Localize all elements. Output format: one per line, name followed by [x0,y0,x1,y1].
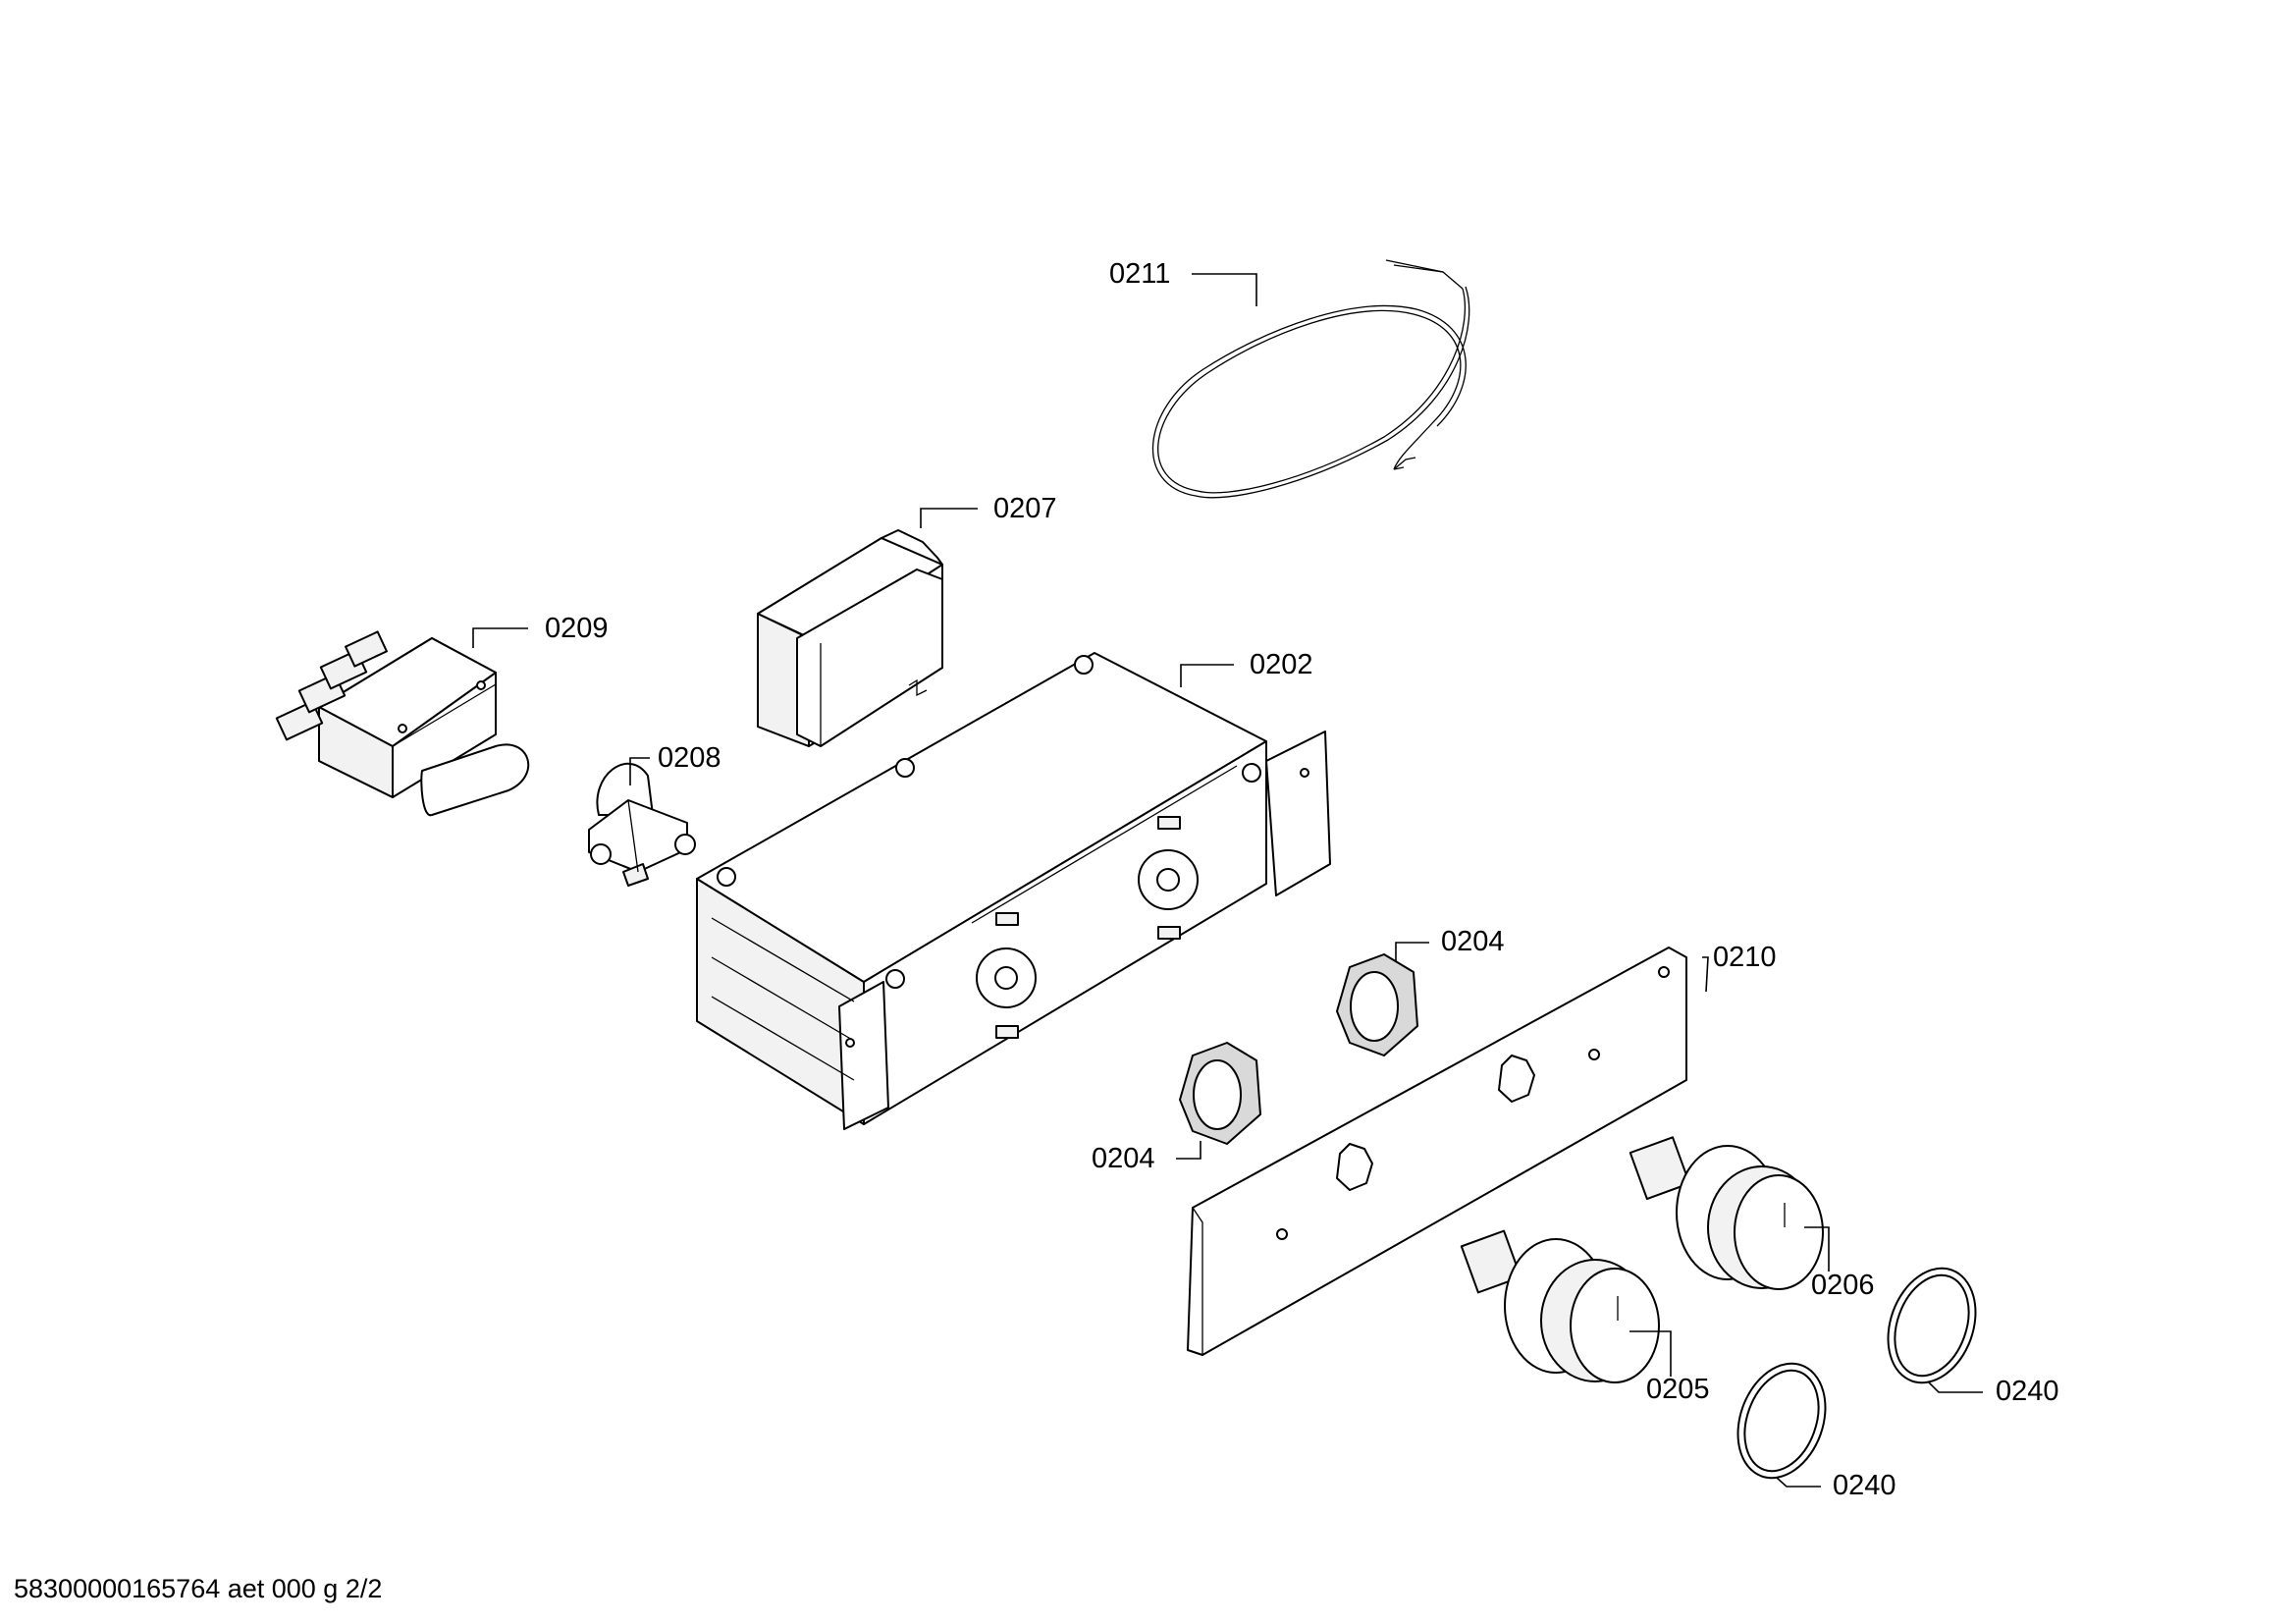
label-0204-lower-text: 0204 [1092,1143,1155,1174]
housing-bracket-0202 [696,652,1331,1130]
power-connector-0209 [275,630,530,817]
ring-lower-0240 [1736,1362,1827,1480]
label-0202-text: 0202 [1250,649,1313,680]
front-panel-0210 [1187,947,1687,1356]
ring-right-0240 [1887,1267,1977,1384]
cable-0211 [1151,259,1470,499]
label-0208-text: 0208 [658,742,721,774]
knob-right-0206 [1629,1136,1824,1290]
label-0205-text: 0205 [1646,1374,1710,1405]
drawing-reference-code: 58300000165764 aet 000 g 2/2 [14,1574,383,1603]
terminal-clip-0208 [588,762,696,887]
label-0240-right-text: 0240 [1996,1376,2059,1407]
label-0204-upper: 0204 [1395,926,1505,962]
label-0202: 0202 [1180,649,1313,687]
label-0210-text: 0210 [1713,942,1777,973]
hex-nut-lower-0204 [1179,1042,1261,1145]
knob-left-0205 [1460,1229,1660,1383]
label-0209: 0209 [472,613,609,648]
hex-nut-upper-0204 [1336,953,1418,1056]
label-0240-lower-text: 0240 [1833,1470,1896,1501]
label-0240-lower: 0240 [1776,1470,1896,1501]
label-0211: 0211 [1109,258,1257,306]
label-0211-text: 0211 [1109,258,1170,290]
label-0205: 0205 [1629,1330,1710,1405]
label-0204-lower: 0204 [1092,1141,1201,1174]
label-0207-text: 0207 [993,493,1057,524]
label-0206-text: 0206 [1811,1270,1875,1301]
label-0208: 0208 [629,742,721,785]
label-0240-right: 0240 [1928,1376,2059,1407]
label-0206: 0206 [1804,1226,1875,1301]
label-0210: 0210 [1702,942,1777,993]
label-0204-upper-text: 0204 [1441,926,1505,957]
label-0209-text: 0209 [545,613,609,644]
label-0207: 0207 [920,493,1057,528]
relay-box-0207 [757,529,943,747]
